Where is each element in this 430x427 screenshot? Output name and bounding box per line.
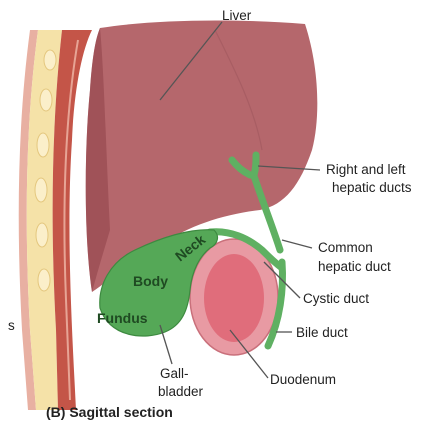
abdominal-wall [19, 30, 92, 410]
hepatic-ducts-label-2: hepatic ducts [332, 180, 412, 195]
duodenum-inner [204, 254, 264, 342]
cystic-duct-label: Cystic duct [303, 291, 369, 306]
gallbladder-label-1: Gall- [160, 366, 189, 381]
hepatic-ducts-label-1: Right and left [326, 162, 406, 177]
left-hepatic-duct [254, 155, 256, 175]
gallbladder-label-2: bladder [158, 384, 204, 399]
common-hepatic-label-1: Common [318, 240, 373, 255]
bile-duct-label: Bile duct [296, 325, 348, 340]
common-hepatic-label-2: hepatic duct [318, 259, 391, 274]
leader-common-hepatic [282, 240, 312, 248]
liver-label: Liver [222, 8, 252, 23]
fundus-label: Fundus [97, 310, 148, 326]
side-letter-label: s [8, 318, 15, 333]
figure-caption: (B) Sagittal section [46, 404, 173, 420]
duodenum-label: Duodenum [270, 372, 336, 387]
body-label: Body [133, 273, 168, 289]
